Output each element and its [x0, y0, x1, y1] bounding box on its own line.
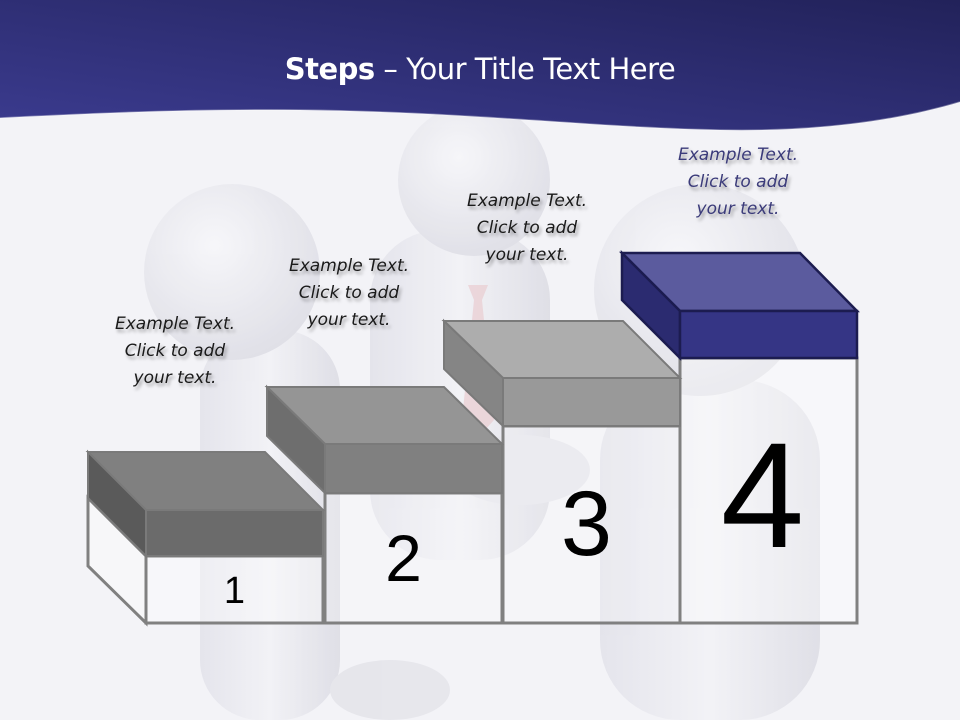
- caption-line: Example Text.: [288, 256, 410, 276]
- step-1-caption[interactable]: Example Text. Click to add your text.: [95, 311, 255, 392]
- step-3-caption[interactable]: Example Text. Click to add your text.: [447, 188, 607, 269]
- title-bold: Steps: [284, 52, 375, 86]
- step-2-block: [264, 384, 505, 496]
- caption-line: Example Text.: [114, 314, 236, 334]
- step-1-block: [85, 449, 326, 559]
- caption-line: your text.: [485, 245, 569, 265]
- steps-outline: [86, 356, 859, 627]
- caption-line: your text.: [307, 310, 391, 330]
- step-3-number[interactable]: 3: [560, 473, 613, 575]
- step-3-block: [441, 318, 683, 429]
- step-2-number[interactable]: 2: [385, 521, 422, 595]
- slide-title[interactable]: Steps – Your Title Text Here: [0, 52, 960, 86]
- header-band: [0, 0, 960, 131]
- step-2-caption[interactable]: Example Text. Click to add your text.: [269, 253, 429, 334]
- caption-line: Click to add: [298, 283, 400, 303]
- step-4-caption[interactable]: Example Text. Click to add your text.: [658, 142, 818, 223]
- caption-line: your text.: [696, 199, 780, 219]
- caption-line: Example Text.: [466, 191, 588, 211]
- caption-line: your text.: [133, 368, 217, 388]
- caption-line: Example Text.: [677, 145, 799, 165]
- step-1-number[interactable]: 1: [223, 570, 246, 612]
- caption-line: Click to add: [124, 341, 226, 361]
- step-4-block: [618, 249, 860, 362]
- caption-line: Click to add: [476, 218, 578, 238]
- caption-line: Click to add: [687, 172, 789, 192]
- step-4-number[interactable]: 4: [720, 411, 805, 579]
- title-rest: – Your Title Text Here: [374, 52, 676, 86]
